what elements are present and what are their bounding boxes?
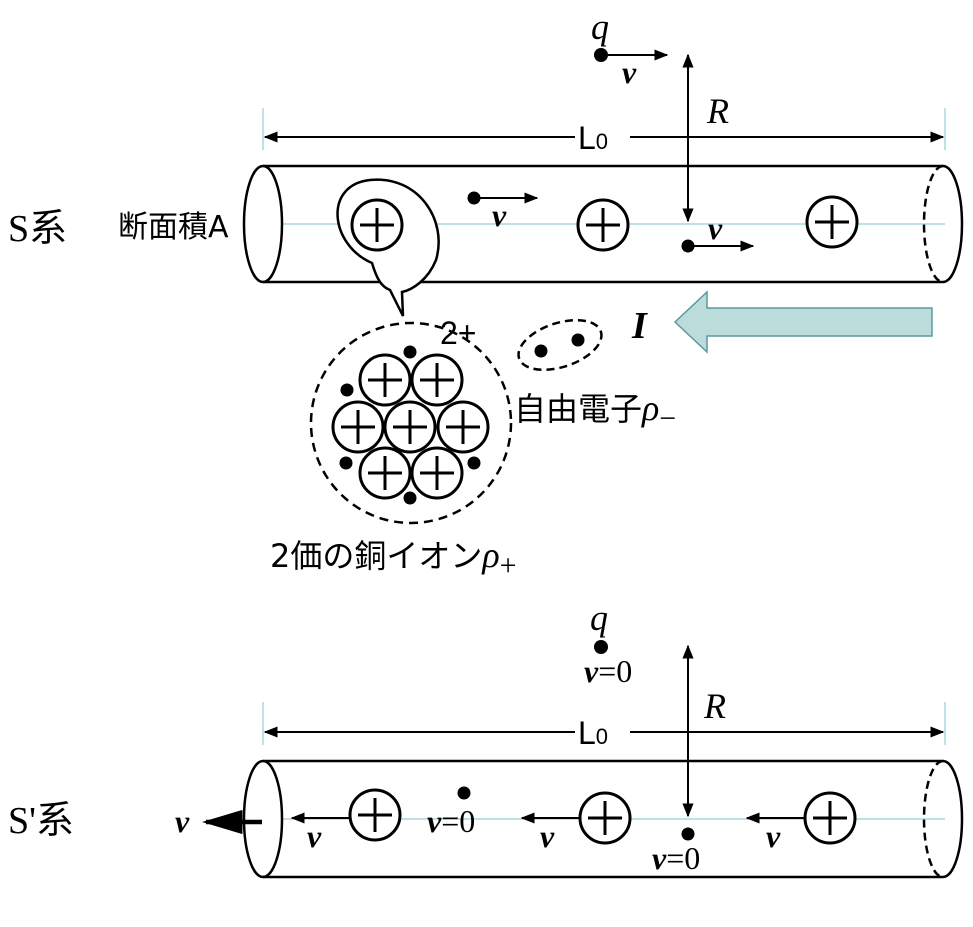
current-direction-arrow — [673, 290, 933, 354]
frame-label: S'系 — [8, 800, 74, 842]
electron-dot-icon — [340, 383, 354, 397]
plus-ion-icon — [410, 446, 464, 500]
ion-velocity-label: v — [540, 818, 555, 854]
charge-label: q — [591, 7, 609, 47]
wire-right-end-front — [942, 164, 964, 284]
ion-label: 2価の銅イオンρ+ — [270, 535, 517, 582]
electron-dot-icon — [467, 456, 481, 470]
plus-ion-icon — [803, 791, 857, 845]
charge-dot-icon — [594, 48, 608, 62]
electron-dot-icon — [457, 786, 471, 800]
bottom-panel: L0 v v v v v=0 — [8, 598, 964, 879]
top-panel: L0 v v q — [8, 7, 964, 582]
wire-right-end — [922, 164, 944, 284]
electron-dot-icon — [681, 239, 695, 253]
ion-charge-label: 2+ — [440, 315, 476, 351]
charge-label: q — [590, 598, 608, 638]
electron-velocity-label: v — [708, 210, 723, 246]
wire-left-end — [242, 759, 284, 879]
plus-ion-icon — [805, 195, 859, 249]
length-label: L0 — [578, 120, 608, 156]
wire-left-end — [242, 164, 284, 284]
plus-ion-icon — [410, 353, 464, 407]
wire-right-end-front — [942, 759, 964, 879]
charge-rest-label: v=0 — [584, 653, 632, 689]
electron-dot-icon — [403, 491, 417, 505]
frame-velocity-label: v — [175, 803, 190, 839]
electron-dot-icon — [403, 345, 417, 359]
copper-ion-cluster — [331, 345, 490, 505]
plus-ion-icon — [576, 198, 630, 252]
radius-label: R — [706, 91, 729, 131]
plus-ion-icon — [383, 400, 437, 454]
plus-ion-icon — [350, 198, 404, 252]
electron-rest-label: v=0 — [652, 840, 700, 876]
electron-dot-icon — [534, 344, 548, 358]
plus-ion-icon — [348, 788, 402, 842]
wire-right-end — [922, 759, 944, 879]
cross-section-label: 断面積A — [118, 210, 229, 245]
charge-velocity-label: v — [622, 54, 637, 90]
plus-ion-icon — [578, 791, 632, 845]
current-label: I — [631, 305, 648, 347]
electron-dot-icon — [339, 456, 353, 470]
ion-velocity-label: v — [307, 818, 322, 854]
charge-dot-icon — [594, 640, 608, 654]
electron-rest-label: v=0 — [427, 803, 475, 839]
frame-label: S系 — [8, 208, 67, 250]
electron-pair-outline — [517, 318, 603, 372]
electron-dot-icon — [571, 333, 585, 347]
plus-ion-icon — [358, 353, 412, 407]
electron-dot-icon — [467, 191, 481, 205]
ion-velocity-label: v — [766, 818, 781, 854]
plus-ion-icon — [331, 400, 385, 454]
length-label: L0 — [578, 715, 608, 751]
electron-velocity-label: v — [492, 197, 507, 233]
electron-dot-icon — [681, 827, 695, 841]
electron-label: 自由電子ρ− — [514, 388, 676, 435]
radius-label: R — [703, 686, 726, 726]
plus-ion-icon — [436, 400, 490, 454]
plus-ion-icon — [358, 446, 412, 500]
